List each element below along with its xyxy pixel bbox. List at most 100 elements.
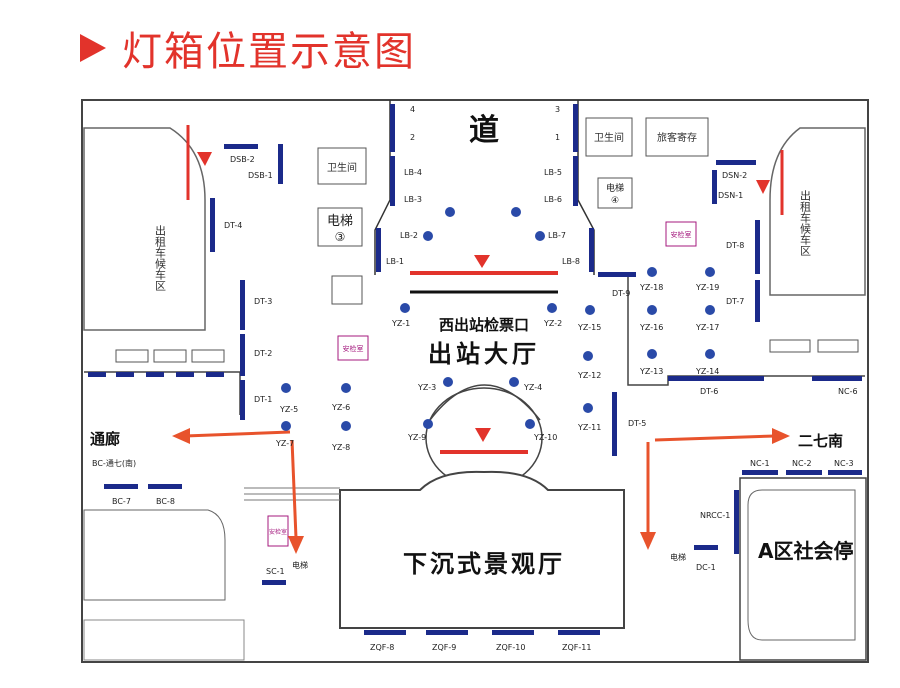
lightbox-dt7-bar <box>755 280 760 322</box>
label-lb2: LB-2 <box>400 231 418 240</box>
label-lb1: LB-1 <box>386 257 404 266</box>
label-dt4: DT-4 <box>224 221 242 230</box>
label-yz6: YZ-6 <box>331 403 350 412</box>
lightbox-nc2-bar <box>786 470 822 475</box>
label-nc1: NC-1 <box>750 459 770 468</box>
dot-yz7 <box>281 421 291 431</box>
label-nc2: NC-2 <box>792 459 812 468</box>
lightbox-lb3-bar <box>390 156 395 206</box>
arrow-down-left-icon <box>288 536 304 554</box>
bench-3 <box>191 349 225 363</box>
red-arrow-right-icon <box>756 180 770 194</box>
a-zone-inner <box>747 489 856 641</box>
bench-2 <box>153 349 187 363</box>
label-yz2: YZ-2 <box>543 319 562 328</box>
label-yz1: YZ-1 <box>391 319 410 328</box>
dot-lb2 <box>423 231 433 241</box>
sunken-hall-label: 下沉式景观厅 <box>403 550 565 578</box>
restroom-left <box>317 147 367 185</box>
lightbox-lb1-bar <box>376 228 381 272</box>
lightbox-zdf10-bar <box>492 630 534 635</box>
elevator-r-num: ④ <box>611 196 619 206</box>
elevator-bl-label: 电梯 <box>292 560 308 570</box>
label-lb8: LB-8 <box>562 257 580 266</box>
dot-yz4 <box>509 377 519 387</box>
lightbox-dt6-bar <box>668 376 764 381</box>
arrow-left-icon <box>172 428 190 444</box>
taxi-right-label: 出租车候车区 <box>799 189 812 256</box>
dot-lb7 <box>535 231 545 241</box>
label-yz9: YZ-9 <box>407 433 426 442</box>
lightbox-dt4-bar <box>210 198 215 252</box>
wall-left-hall <box>84 371 241 415</box>
lightbox-dt3-bar <box>240 280 245 330</box>
lightbox-zdf8-bar <box>364 630 406 635</box>
elevator-br-label: 电梯 <box>670 552 686 562</box>
label-bc8: BC-8 <box>156 497 175 506</box>
label-nc6: NC-6 <box>838 387 858 396</box>
label-yz15: YZ-15 <box>577 323 601 332</box>
lightbox-nrcc1-bar <box>734 490 739 554</box>
label-dt9: DT-9 <box>612 289 630 298</box>
dot-yz12 <box>583 351 593 361</box>
lightbox-wall-2 <box>116 372 134 377</box>
dot-yz15 <box>585 305 595 315</box>
dot-yz10 <box>525 419 535 429</box>
corridor-left-label: 通廊 <box>90 430 120 448</box>
label-lb3: LB-3 <box>404 195 422 204</box>
title-triangle-icon <box>80 34 106 62</box>
label-zdf9: ZQF-9 <box>432 643 456 652</box>
label-dt6: DT-6 <box>700 387 718 396</box>
elevator-r-label: 电梯 <box>606 182 624 194</box>
label-yz8: YZ-8 <box>331 443 350 452</box>
dot-yz18 <box>647 267 657 277</box>
label-nrcc1: NRCC-1 <box>700 511 730 520</box>
lightbox-wall-3 <box>146 372 164 377</box>
dot-yz8 <box>341 421 351 431</box>
label-dsn1: DSN-1 <box>718 191 743 200</box>
lightbox-wall-5 <box>206 372 224 377</box>
dot-yz16 <box>647 305 657 315</box>
label-dt3: DT-3 <box>254 297 272 306</box>
dot-yz17 <box>705 305 715 315</box>
label-dsn2: DSN-2 <box>722 171 747 180</box>
label-yz17: YZ-17 <box>695 323 719 332</box>
lightbox-wall-4 <box>176 372 194 377</box>
lightbox-zdf11-bar <box>558 630 600 635</box>
lightbox-lb6-bar <box>573 156 578 206</box>
label-dt2: DT-2 <box>254 349 272 358</box>
lightbox-dsn1-bar <box>712 170 717 204</box>
label-yz10: YZ-10 <box>533 433 557 442</box>
label-yz11: YZ-11 <box>577 423 601 432</box>
ticket-gate-label: 西出站检票口 <box>439 316 529 334</box>
dot-yz14 <box>705 349 715 359</box>
elevator-3-label: 电梯 <box>327 214 353 229</box>
security-label-2: 安检室 <box>671 230 692 239</box>
lightbox-dt9-bar <box>598 272 636 277</box>
restroom-left-label: 卫生间 <box>327 161 357 174</box>
lightbox-zdf9-bar <box>426 630 468 635</box>
label-lb4: LB-4 <box>404 168 422 177</box>
label-lb7: LB-7 <box>548 231 566 240</box>
label-bc-corridor: BC-通七(南) <box>92 458 136 468</box>
exit-hall-label: 出站大厅 <box>428 340 540 368</box>
security-label-3: 安检室 <box>269 528 287 536</box>
erqi-road-label: 二七南 <box>798 432 843 450</box>
label-dsb2: DSB-2 <box>230 155 255 164</box>
lightbox-dsn2-bar <box>716 160 756 165</box>
dot-yz6 <box>341 383 351 393</box>
elevator-3-box <box>317 207 363 247</box>
left-pillar-box <box>331 275 363 305</box>
dot-yz9 <box>423 419 433 429</box>
label-n1: 1 <box>555 133 560 142</box>
lightbox-bc8-bar <box>148 484 182 489</box>
baggage-room <box>645 117 709 157</box>
security-box-1 <box>337 335 369 361</box>
label-dt5: DT-5 <box>628 419 646 428</box>
label-sc1: SC-1 <box>266 567 285 576</box>
label-yz5: YZ-5 <box>279 405 298 414</box>
plaza-arrow-icon <box>475 428 491 442</box>
dot-group <box>281 207 715 431</box>
a-zone-label: A区社会停 <box>758 539 853 563</box>
